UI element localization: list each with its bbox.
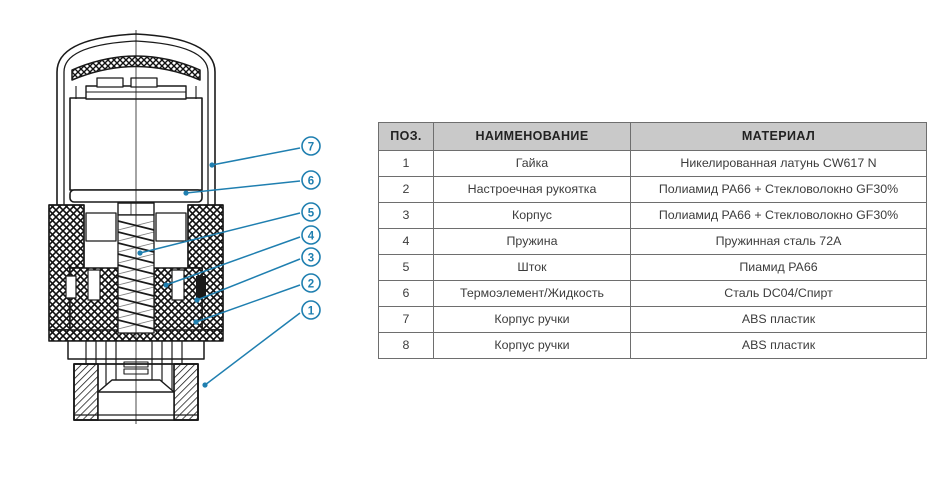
- callout-label-4: 4: [308, 231, 315, 243]
- table-header-row: ПОЗ. НАИМЕНОВАНИЕ МАТЕРИАЛ: [378, 122, 927, 151]
- column-header-material: МАТЕРИАЛ: [630, 122, 927, 151]
- callout-label-5: 5: [308, 208, 315, 220]
- table-row: 4 Пружина Пружинная сталь 72А: [378, 228, 927, 255]
- cell-position: 5: [378, 254, 434, 281]
- callout-bubble-1[interactable]: 1: [301, 300, 321, 320]
- callout-leader-1: [202, 312, 301, 388]
- table-header: ПОЗ. НАИМЕНОВАНИЕ МАТЕРИАЛ: [378, 122, 927, 151]
- valve-drawing-svg: 7 6 5 4 3 2 1: [48, 30, 321, 424]
- callout-leader-3: [194, 258, 301, 303]
- table-row: 3 Корпус Полиамид PA66 + Стекловолокно G…: [378, 202, 927, 229]
- table-row: 6 Термоэлемент/Жидкость Сталь DC04/Спирт: [378, 280, 927, 307]
- table-row: 1 Гайка Никелированная латунь CW617 N: [378, 150, 927, 177]
- callout-bubble-4[interactable]: 4: [301, 225, 321, 245]
- cell-material: Сталь DC04/Спирт: [630, 280, 927, 307]
- callout-leader-4: [163, 236, 301, 288]
- cell-material: Пиамид PA66: [630, 254, 927, 281]
- parts-materials-table: ПОЗ. НАИМЕНОВАНИЕ МАТЕРИАЛ 1 Гайка Никел…: [378, 122, 927, 359]
- cell-name: Корпус ручки: [433, 306, 631, 333]
- table-body: 1 Гайка Никелированная латунь CW617 N 2 …: [378, 150, 927, 359]
- cell-position: 6: [378, 280, 434, 307]
- callout-bubble-2[interactable]: 2: [301, 273, 321, 293]
- callout-bubble-3[interactable]: 3: [301, 247, 321, 267]
- cell-position: 2: [378, 176, 434, 203]
- cell-position: 8: [378, 332, 434, 359]
- cell-name: Термоэлемент/Жидкость: [433, 280, 631, 307]
- callout-label-6: 6: [308, 176, 314, 188]
- table-row: 5 Шток Пиамид PA66: [378, 254, 927, 281]
- callout-label-2: 2: [308, 279, 314, 291]
- callout-bubble-5[interactable]: 5: [301, 202, 321, 222]
- top-cap-hatch-band: [71, 55, 201, 81]
- cell-material: Никелированная латунь CW617 N: [630, 150, 927, 177]
- cell-material: ABS пластик: [630, 332, 927, 359]
- cell-name: Настроечная рукоятка: [433, 176, 631, 203]
- callout-group: 7 6 5 4 3 2 1: [137, 136, 321, 388]
- cell-name: Корпус: [433, 202, 631, 229]
- adjusting-handle-detail: [65, 275, 206, 299]
- valve-geometry: [48, 30, 224, 424]
- callout-leader-6: [183, 180, 301, 196]
- cell-position: 1: [378, 150, 434, 177]
- callout-leader-5: [137, 212, 301, 256]
- callout-bubble-6[interactable]: 6: [301, 170, 321, 190]
- callout-leader-2: [193, 284, 301, 325]
- callout-label-3: 3: [308, 253, 314, 265]
- callout-leader-7: [209, 147, 301, 168]
- column-header-name: НАИМЕНОВАНИЕ: [433, 122, 631, 151]
- cell-name: Корпус ручки: [433, 332, 631, 359]
- callout-label-1: 1: [308, 306, 315, 318]
- callout-label-7: 7: [308, 142, 314, 154]
- cell-position: 3: [378, 202, 434, 229]
- cell-material: Пружинная сталь 72А: [630, 228, 927, 255]
- table-row: 7 Корпус ручки ABS пластик: [378, 306, 927, 333]
- cell-material: Полиамид PA66 + Стекловолокно GF30%: [630, 202, 927, 229]
- cell-name: Пружина: [433, 228, 631, 255]
- valve-body-section: [48, 204, 224, 342]
- cell-name: Шток: [433, 254, 631, 281]
- valve-cross-section-drawing: 7 6 5 4 3 2 1: [0, 0, 360, 488]
- table-row: 8 Корпус ручки ABS пластик: [378, 332, 927, 359]
- cell-position: 7: [378, 306, 434, 333]
- column-header-position: ПОЗ.: [378, 122, 434, 151]
- table-row: 2 Настроечная рукоятка Полиамид PA66 + С…: [378, 176, 927, 203]
- cell-material: ABS пластик: [630, 306, 927, 333]
- cell-material: Полиамид PA66 + Стекловолокно GF30%: [630, 176, 927, 203]
- callout-bubble-7[interactable]: 7: [301, 136, 321, 156]
- cell-name: Гайка: [433, 150, 631, 177]
- cell-position: 4: [378, 228, 434, 255]
